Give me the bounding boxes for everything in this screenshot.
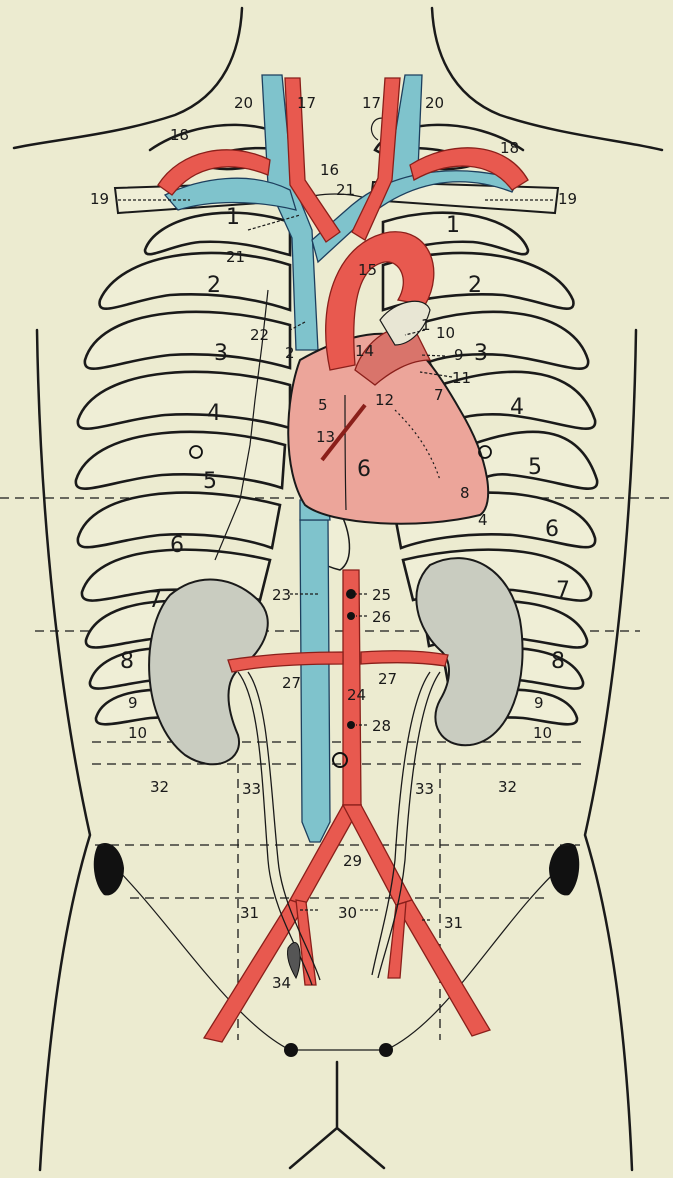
left-internal-iliac-artery (388, 902, 406, 978)
rib-3-left-label: 3 (474, 341, 488, 366)
rib-5-right-label: 5 (203, 469, 217, 494)
label-9: 9 (454, 346, 464, 364)
label-11: 11 (452, 369, 471, 387)
label-29: 29 (343, 852, 362, 870)
label-24: 24 (347, 686, 366, 704)
label-32-left: 32 (498, 778, 517, 796)
appendix-marker (287, 942, 300, 978)
label-heart-5: 5 (318, 396, 328, 414)
rib-2-right-label: 2 (207, 273, 221, 298)
label-34: 34 (272, 974, 291, 992)
rib-10-left-label: 10 (533, 724, 552, 742)
rib-3-right-label: 3 (214, 341, 228, 366)
label-costal-2: 2 (285, 344, 295, 362)
rib-4-left-label: 4 (510, 395, 524, 420)
label-16: 16 (320, 161, 339, 179)
trunk-left-outline (37, 330, 90, 1170)
label-heart-7: 7 (434, 386, 444, 404)
label-23: 23 (272, 586, 291, 604)
label-22: 22 (250, 326, 269, 344)
label-10: 10 (436, 324, 455, 342)
label-apex-4: 4 (478, 511, 488, 529)
label-27-left: 27 (378, 670, 397, 688)
iliac-crest-right (549, 843, 579, 895)
label-costal-1: 1 (421, 316, 431, 334)
marker-25 (346, 589, 356, 599)
inferior-vena-cava (300, 520, 330, 842)
label-17-left: 17 (362, 94, 381, 112)
pubic-point-left (284, 1043, 298, 1057)
kidney-left (416, 558, 522, 745)
label-12: 12 (375, 391, 394, 409)
inguinal-line (108, 860, 568, 1050)
rib-6-left-label: 6 (545, 517, 559, 542)
marker-26 (347, 612, 355, 620)
rib-2-left-label: 2 (468, 273, 482, 298)
label-27-right: 27 (282, 674, 301, 692)
rib-9-right-label: 9 (128, 694, 138, 712)
iliac-crest-left (94, 843, 124, 895)
label-21-b: 21 (226, 248, 245, 266)
label-26: 26 (372, 608, 391, 626)
label-heart-6: 6 (357, 457, 371, 482)
label-33-left: 33 (415, 780, 434, 798)
rib-1-left-label: 1 (446, 213, 460, 238)
rib-6-right-label: 6 (170, 533, 184, 558)
label-18-left: 18 (500, 139, 519, 157)
label-30: 30 (338, 904, 357, 922)
label-13: 13 (316, 428, 335, 446)
marker-28 (347, 721, 355, 729)
label-20-right: 20 (234, 94, 253, 112)
label-21-a: 21 (336, 181, 355, 199)
rib-7-right-label: 7 (148, 588, 162, 613)
label-15: 15 (358, 261, 377, 279)
rib-8-right-label: 8 (120, 649, 134, 674)
rib-7-left-label: 7 (556, 578, 570, 603)
label-18-right: 18 (170, 126, 189, 144)
label-33-right: 33 (242, 780, 261, 798)
rib-4-right-label: 4 (207, 401, 221, 426)
crotch-outline (290, 1062, 384, 1168)
label-19-left: 19 (558, 190, 577, 208)
label-heart-8: 8 (460, 484, 470, 502)
rib-1-right-label: 1 (226, 205, 240, 230)
label-31-left: 31 (444, 914, 463, 932)
kidney-right (149, 580, 268, 765)
label-20-left: 20 (425, 94, 444, 112)
label-19-right: 19 (90, 190, 109, 208)
neck-right-outline (432, 8, 662, 150)
renal-arteries (228, 651, 448, 672)
label-14: 14 (355, 342, 374, 360)
label-28: 28 (372, 717, 391, 735)
left-external-iliac-artery (396, 900, 490, 1036)
trunk-right-outline (585, 330, 636, 1170)
label-25: 25 (372, 586, 391, 604)
label-17-right: 17 (297, 94, 316, 112)
label-32-right: 32 (150, 778, 169, 796)
rib-8-left-label: 8 (551, 649, 565, 674)
rib-9-left-label: 9 (534, 694, 544, 712)
right-internal-iliac-artery (296, 900, 316, 985)
pubic-point-right (379, 1043, 393, 1057)
rib-5-left-label: 5 (528, 455, 542, 480)
label-31-right: 31 (240, 904, 259, 922)
rib-10-right-label: 10 (128, 724, 147, 742)
